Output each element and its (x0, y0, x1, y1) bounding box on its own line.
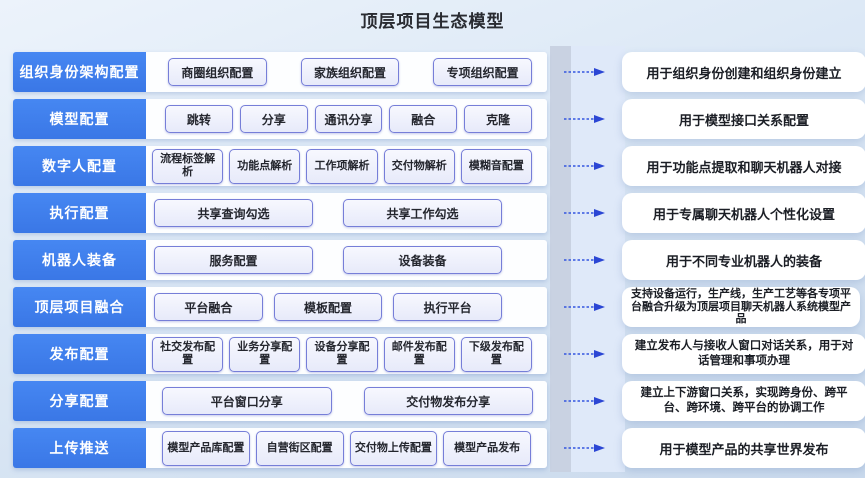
config-box: 执行平台 (393, 293, 503, 321)
flow-arrow-icon (547, 240, 622, 280)
row-description: 支持设备运行，生产线，生产工艺等各专项平台融合升级为顶层项目聊天机器人系统模型产… (622, 287, 860, 327)
flow-arrow-icon (547, 334, 622, 374)
config-box: 专项组织配置 (433, 58, 533, 86)
divider-band-gray (550, 46, 571, 472)
row-boxes: 流程标签解析 功能点解析 工作项解析 交付物解析 模糊音配置 (146, 146, 547, 186)
row-boxes: 模型产品库配置 自营街区配置 交付物上传配置 模型产品发布 (146, 428, 547, 468)
flow-arrow-icon (547, 146, 622, 186)
row-description: 建立上下游窗口关系，实现跨身份、跨平台、跨环境、跨平台的协调工作 (622, 381, 865, 421)
row-description: 用于组织身份创建和组织身份建立 (622, 52, 865, 92)
row-boxes: 平台窗口分享 交付物发布分享 (146, 381, 547, 421)
config-box: 模板配置 (273, 293, 383, 321)
config-box: 流程标签解析 (152, 148, 224, 184)
row-label: 发布配置 (13, 334, 146, 374)
row-bar: 分享配置 平台窗口分享 交付物发布分享 (13, 381, 547, 421)
config-box: 设备装备 (343, 246, 502, 274)
row-bar: 机器人装备 服务配置 设备装备 (13, 240, 547, 280)
row-model-config: 模型配置 跳转 分享 通讯分享 融合 克隆 用于模型接口关系配置 (13, 99, 865, 139)
config-box: 家族组织配置 (300, 58, 400, 86)
config-box: 社交发布配置 (152, 336, 224, 372)
config-box: 交付物解析 (383, 148, 455, 184)
row-description: 用于功能点提取和聊天机器人对接 (622, 146, 865, 186)
row-label: 分享配置 (13, 381, 146, 421)
row-bar: 模型配置 跳转 分享 通讯分享 融合 克隆 (13, 99, 547, 139)
config-box: 下级发布配置 (460, 336, 533, 372)
row-description: 用于不同专业机器人的装备 (622, 240, 865, 280)
row-boxes: 共享查询勾选 共享工作勾选 (146, 193, 547, 233)
row-bar: 顶层项目融合 平台融合 模板配置 执行平台 (13, 287, 547, 327)
config-box: 共享查询勾选 (154, 199, 313, 227)
row-org-identity: 组织身份架构配置 商圈组织配置 家族组织配置 专项组织配置 用于组织身份创建和组… (13, 52, 865, 92)
config-box: 模型产品发布 (443, 430, 531, 466)
row-label: 数字人配置 (13, 146, 146, 186)
row-bar: 组织身份架构配置 商圈组织配置 家族组织配置 专项组织配置 (13, 52, 547, 92)
config-box: 邮件发布配置 (383, 336, 455, 372)
config-box: 跳转 (165, 105, 233, 133)
row-boxes: 跳转 分享 通讯分享 融合 克隆 (146, 99, 547, 139)
row-label: 执行配置 (13, 193, 146, 233)
config-box: 克隆 (464, 105, 532, 133)
row-bar: 执行配置 共享查询勾选 共享工作勾选 (13, 193, 547, 233)
row-publish-config: 发布配置 社交发布配置 业务分享配置 设备分享配置 邮件发布配置 下级发布配置 … (13, 334, 865, 374)
row-bar: 发布配置 社交发布配置 业务分享配置 设备分享配置 邮件发布配置 下级发布配置 (13, 334, 547, 374)
row-description: 用于模型接口关系配置 (622, 99, 865, 139)
config-box: 自营街区配置 (255, 430, 344, 466)
config-box: 共享工作勾选 (343, 199, 502, 227)
row-digital-human: 数字人配置 流程标签解析 功能点解析 工作项解析 交付物解析 模糊音配置 用于功… (13, 146, 865, 186)
page-title: 顶层项目生态模型 (360, 12, 505, 31)
row-label: 机器人装备 (13, 240, 146, 280)
config-box: 平台窗口分享 (162, 387, 332, 415)
row-label: 模型配置 (13, 99, 146, 139)
row-share-config: 分享配置 平台窗口分享 交付物发布分享 建立上下游窗口关系，实现跨身份、跨平台、… (13, 381, 865, 421)
row-description: 用于专属聊天机器人个性化设置 (622, 193, 865, 233)
config-box: 交付物发布分享 (363, 387, 533, 415)
config-box: 服务配置 (154, 246, 313, 274)
row-top-project-fusion: 顶层项目融合 平台融合 模板配置 执行平台 支持设备运行，生产线，生产工艺等各专… (13, 287, 865, 327)
row-label: 顶层项目融合 (13, 287, 146, 327)
config-box: 通讯分享 (314, 105, 383, 133)
row-bar: 上传推送 模型产品库配置 自营街区配置 交付物上传配置 模型产品发布 (13, 428, 547, 468)
config-box: 功能点解析 (229, 148, 301, 184)
config-box: 模型产品库配置 (162, 430, 250, 466)
row-bar: 数字人配置 流程标签解析 功能点解析 工作项解析 交付物解析 模糊音配置 (13, 146, 547, 186)
row-boxes: 服务配置 设备装备 (146, 240, 547, 280)
config-box: 分享 (239, 105, 308, 133)
row-description: 用于模型产品的共享世界发布 (622, 428, 865, 468)
row-label: 组织身份架构配置 (13, 52, 146, 92)
row-execute-config: 执行配置 共享查询勾选 共享工作勾选 用于专属聊天机器人个性化设置 (13, 193, 865, 233)
config-box: 融合 (389, 105, 458, 133)
row-robot-equipment: 机器人装备 服务配置 设备装备 用于不同专业机器人的装备 (13, 240, 865, 280)
row-label: 上传推送 (13, 428, 146, 468)
config-box: 平台融合 (154, 293, 263, 321)
flow-arrow-icon (547, 52, 622, 92)
flow-arrow-icon (547, 193, 622, 233)
flow-arrow-icon (547, 381, 622, 421)
row-description: 建立发布人与接收人窗口对话关系，用于对话管理和事项办理 (622, 334, 865, 374)
flow-arrow-icon (547, 428, 622, 468)
diagram-rows: 组织身份架构配置 商圈组织配置 家族组织配置 专项组织配置 用于组织身份创建和组… (13, 52, 865, 468)
config-box: 交付物上传配置 (349, 430, 438, 466)
config-box: 工作项解析 (306, 148, 378, 184)
flow-arrow-icon (547, 99, 622, 139)
row-boxes: 商圈组织配置 家族组织配置 专项组织配置 (146, 52, 547, 92)
row-boxes: 平台融合 模板配置 执行平台 (146, 287, 547, 327)
flow-arrow-icon (547, 287, 622, 327)
row-upload-push: 上传推送 模型产品库配置 自营街区配置 交付物上传配置 模型产品发布 用于模型产… (13, 428, 865, 468)
config-box: 商圈组织配置 (168, 58, 267, 86)
row-boxes: 社交发布配置 业务分享配置 设备分享配置 邮件发布配置 下级发布配置 (146, 334, 547, 374)
config-box: 业务分享配置 (229, 336, 301, 372)
config-box: 模糊音配置 (460, 148, 533, 184)
config-box: 设备分享配置 (306, 336, 378, 372)
